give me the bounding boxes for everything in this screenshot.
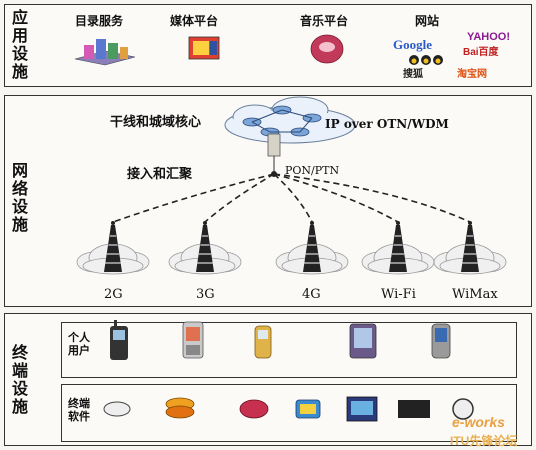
slider-phone-icon (431, 323, 451, 359)
network-title: 网络设施 (11, 161, 28, 234)
ip-label: IP over OTN/WDM (325, 117, 449, 131)
application-title: 应用设施 (11, 8, 28, 81)
tower-label-2g: 2G (104, 287, 123, 302)
taobao-logo: 淘宝网 (457, 69, 487, 80)
category-directory: 目录服务 (75, 14, 124, 28)
tv-software-icon (295, 399, 321, 419)
tower-icon-1 (168, 221, 242, 275)
category-website: 网站 (415, 14, 440, 28)
music-software-icon (239, 399, 269, 419)
core-label: 干线和城域核心 (110, 115, 202, 130)
screen-software-icon (346, 396, 378, 422)
baidu-logo: Bai百度 (463, 47, 499, 58)
pda-icon (349, 323, 377, 359)
tower-icon-2 (275, 221, 349, 275)
eworks-watermark: e-works (452, 414, 505, 430)
tower-icon-4 (433, 221, 507, 275)
qq-logo-icon (409, 55, 443, 65)
mouse-software-icon (103, 401, 131, 417)
personal-users-label: 个人用户 (68, 331, 90, 357)
media-platform-icon (188, 36, 220, 60)
mobile-phone-icon (110, 320, 128, 360)
sohu-logo: 搜狐 (403, 69, 423, 80)
tower-label-3g: 3G (196, 287, 215, 302)
pon-label: PON/PTN (285, 164, 340, 177)
google-logo: Google (393, 37, 432, 52)
tower-label-4g: 4G (302, 287, 321, 302)
category-media: 媒体平台 (170, 14, 219, 28)
tower-icon-0 (76, 221, 150, 275)
tower-label-wifi: Wi-Fi (381, 287, 416, 302)
stacked-software-icon (165, 397, 195, 419)
application-panel: 应用设施 目录服务 媒体平台 音乐平台 网站 Google YAHOO! Bai… (4, 4, 532, 87)
tower-label-wimax: WiMax (452, 287, 498, 302)
directory-service-icon (74, 39, 136, 66)
feature-phone-icon (254, 325, 272, 359)
keyboard-software-icon (398, 400, 430, 418)
itu-watermark: ITU先锋论坛 (450, 434, 518, 448)
tower-icon-3 (361, 221, 435, 275)
music-platform-icon (310, 34, 344, 64)
yahoo-logo: YAHOO! (467, 31, 510, 43)
gauge-software-icon (452, 398, 474, 420)
smartphone-icon (182, 321, 204, 359)
access-links (112, 173, 471, 223)
category-music: 音乐平台 (300, 14, 349, 28)
terminal-software-label: 终端软件 (68, 397, 90, 423)
access-label: 接入和汇聚 (127, 167, 193, 182)
terminal-title: 终端设施 (11, 343, 28, 416)
terminal-software-box: 终端软件 (61, 384, 517, 442)
